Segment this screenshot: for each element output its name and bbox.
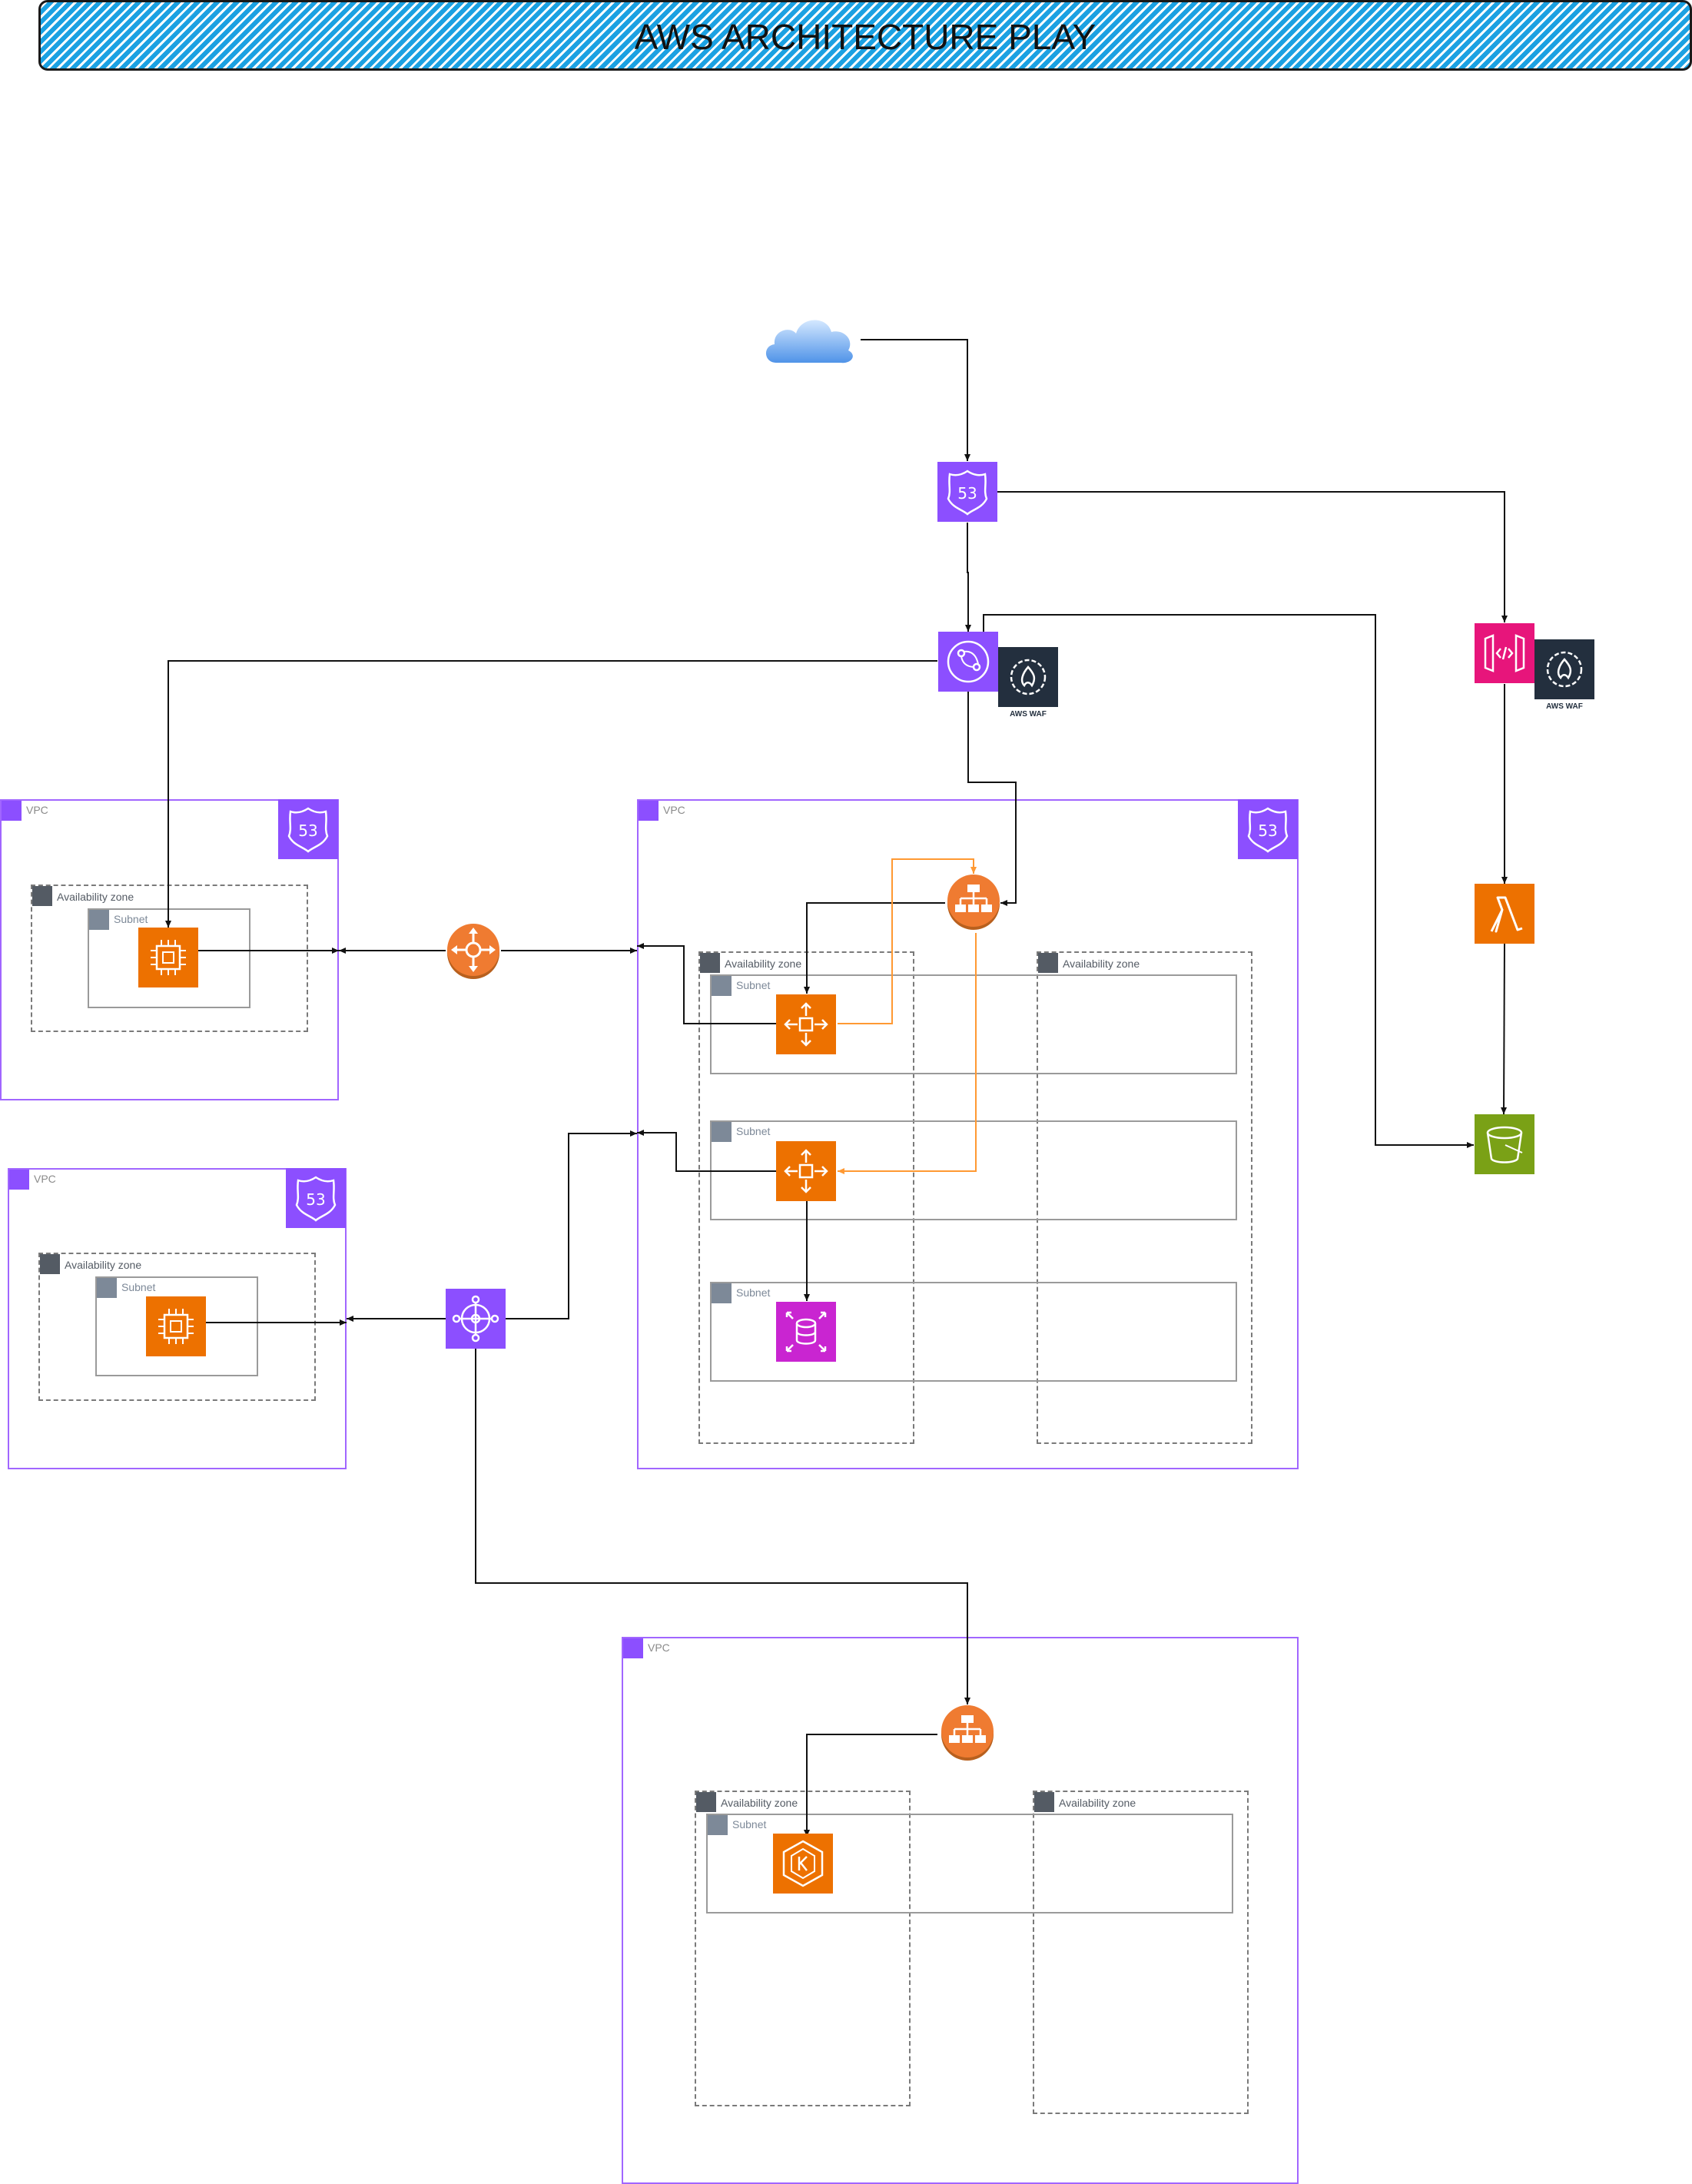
vpc-bottom-az-1: Availability zone <box>695 1791 911 2106</box>
lambda-icon[interactable] <box>1475 884 1534 944</box>
vpc-bottom-subnet-label: Subnet <box>732 1818 767 1831</box>
vpc-bottom-az-2-label: Availability zone <box>1059 1797 1136 1809</box>
edge-cloudfront-to-alb <box>967 692 1017 906</box>
edge-tgw-to-alb-bottom <box>475 1349 970 1704</box>
availability-zone-icon <box>40 1254 60 1274</box>
edge-route53-to-cloudfront <box>965 523 971 632</box>
vpc-b: VPC <box>8 1168 347 1469</box>
auto-scaling-icon[interactable] <box>776 1141 836 1201</box>
availability-zone-icon <box>1034 1792 1054 1812</box>
vpc-main-az-2: Availability zone <box>1037 951 1252 1444</box>
vpc-b-subnet-label: Subnet <box>121 1281 156 1293</box>
waf-caption: AWS WAF <box>1010 710 1047 719</box>
svg-text:53: 53 <box>306 1190 325 1209</box>
edge-alb-to-asg-1 <box>804 902 945 994</box>
title-banner: AWS ARCHITECTURE PLAY <box>38 0 1692 71</box>
svg-text:53: 53 <box>957 484 977 503</box>
eks-icon[interactable] <box>773 1834 833 1894</box>
ec2-icon[interactable] <box>146 1296 206 1356</box>
vpc-main-subnet-1: Subnet <box>710 974 1237 1074</box>
vpc-icon <box>639 801 659 821</box>
cloudfront-icon[interactable] <box>938 632 998 692</box>
edge-lambda-to-s3 <box>1501 943 1508 1115</box>
subnet-icon <box>97 1278 117 1298</box>
transit-gateway-icon[interactable] <box>446 1289 506 1349</box>
api-gateway-icon[interactable] <box>1475 623 1534 683</box>
availability-zone-icon <box>696 1792 716 1812</box>
route53-icon[interactable]: 53 <box>278 799 338 859</box>
vpc-b-subnet: Subnet <box>95 1276 258 1376</box>
subnet-icon <box>712 1122 732 1142</box>
vpc-bottom-az-1-label: Availability zone <box>721 1797 798 1809</box>
edge-cloudfront-to-ec2-a <box>165 660 937 928</box>
ec2-icon[interactable] <box>138 928 198 987</box>
vpc-main-az-2-label: Availability zone <box>1063 958 1140 970</box>
vpc-main-subnet-3-label: Subnet <box>736 1286 771 1299</box>
vpc-icon <box>623 1638 643 1658</box>
svg-text:53: 53 <box>1258 821 1277 840</box>
route53-icon[interactable]: 53 <box>286 1168 346 1228</box>
waf-icon <box>998 647 1058 707</box>
edge-asg-1-to-alb <box>838 858 977 1024</box>
vpc-a-subnet-label: Subnet <box>114 913 148 925</box>
waf-caption: AWS WAF <box>1546 702 1583 711</box>
svg-text:53: 53 <box>298 821 317 840</box>
load-balancer-icon[interactable] <box>941 1704 994 1761</box>
vpc-a-label: VPC <box>26 804 48 816</box>
vpc-main-subnet-2-label: Subnet <box>736 1125 771 1137</box>
availability-zone-icon <box>32 886 52 906</box>
edge-asg-1-to-vpc-main <box>637 943 776 1024</box>
diagram-title: AWS ARCHITECTURE PLAY <box>634 17 1096 57</box>
subnet-icon <box>712 976 732 996</box>
edge-tgw-to-vpc-main <box>506 1130 637 1319</box>
vpc-bottom-az-2: Availability zone <box>1033 1791 1249 2114</box>
vpc-icon <box>2 801 22 821</box>
subnet-icon <box>712 1283 732 1303</box>
vpc-b-label: VPC <box>34 1173 56 1185</box>
s3-bucket-icon[interactable] <box>1475 1114 1534 1174</box>
vpc-b-az: Availability zone <box>38 1253 316 1401</box>
edge-route53-to-api-gateway <box>997 491 1508 622</box>
edge-internet-to-route53 <box>861 339 970 461</box>
load-balancer-icon[interactable] <box>947 874 1000 931</box>
vpc-bottom: VPC <box>622 1637 1299 2184</box>
waf-icon <box>1534 639 1594 699</box>
route53-icon[interactable]: 53 <box>937 462 997 522</box>
vpc-bottom-subnet: Subnet <box>706 1814 1233 1913</box>
vpc-peering-icon[interactable] <box>446 921 501 980</box>
vpc-main-subnet-1-label: Subnet <box>736 979 771 991</box>
route53-icon[interactable]: 53 <box>1238 799 1298 859</box>
edge-cloudfront-to-s3 <box>983 614 1474 1148</box>
vpc-main-subnet-3: Subnet <box>710 1282 1237 1382</box>
vpc-a-az: Availability zone <box>31 885 308 1032</box>
availability-zone-icon <box>1038 953 1058 973</box>
internet-cloud-icon <box>765 320 853 363</box>
vpc-bottom-label: VPC <box>648 1641 670 1654</box>
rds-icon[interactable] <box>776 1302 836 1362</box>
vpc-main-az-1-label: Availability zone <box>725 958 802 970</box>
subnet-icon <box>708 1815 728 1835</box>
vpc-main-label: VPC <box>663 804 685 816</box>
edge-alb-to-asg-2 <box>838 933 977 1174</box>
vpc-b-az-label: Availability zone <box>65 1259 142 1271</box>
availability-zone-icon <box>700 953 720 973</box>
subnet-icon <box>89 910 109 930</box>
vpc-icon <box>9 1170 29 1190</box>
edge-asg-2-to-vpc-main <box>637 1130 776 1172</box>
auto-scaling-icon[interactable] <box>776 994 836 1054</box>
edge-alb-bottom-to-eks <box>804 1734 937 1837</box>
vpc-a-az-label: Availability zone <box>57 891 134 903</box>
